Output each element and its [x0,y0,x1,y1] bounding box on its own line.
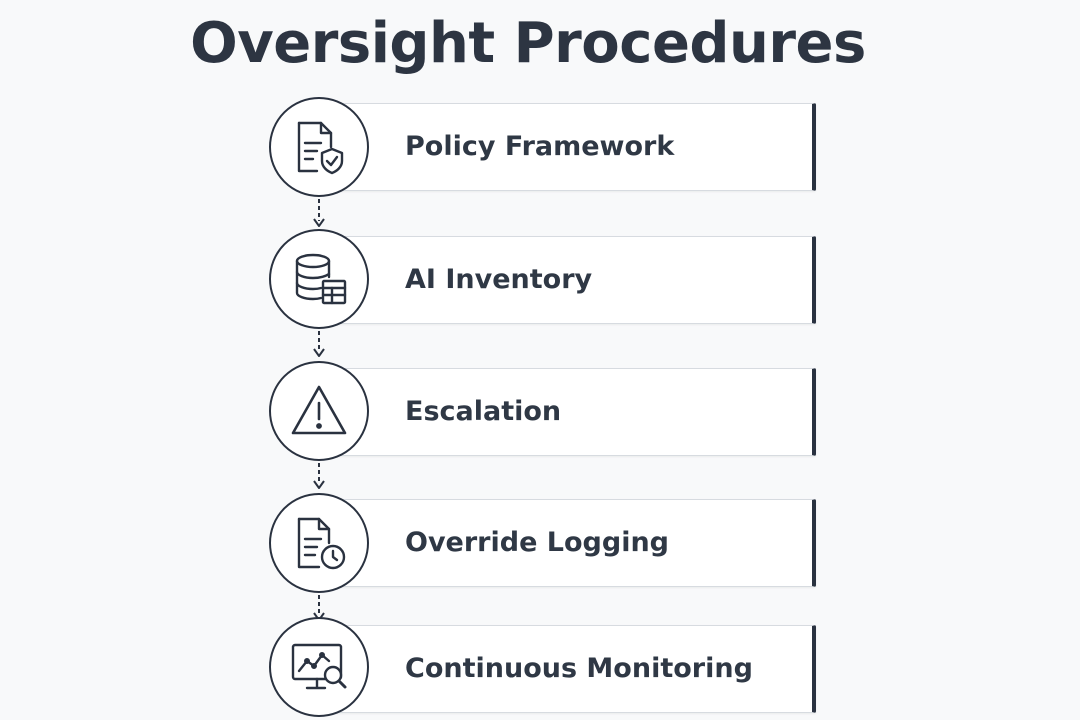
flow-arrow [311,197,327,231]
step-card-policy-framework: Policy Framework [330,103,816,191]
step-card-continuous-monitoring: Continuous Monitoring [330,625,816,713]
step-node-continuous-monitoring [269,617,369,717]
step-card-override-logging: Override Logging [330,499,816,587]
monitor-chart-search-icon [291,643,347,690]
step-card-escalation: Escalation [330,368,816,456]
step-node-escalation [269,361,369,461]
step-node-policy-framework [269,97,369,197]
step-card-ai-inventory: AI Inventory [330,236,816,324]
step-label: Escalation [405,396,562,427]
step-node-override-logging [269,493,369,593]
flow-arrow [311,461,327,493]
step-label: Override Logging [405,527,670,558]
flow-arrow [311,329,327,361]
step-node-ai-inventory [269,229,369,329]
document-clock-icon [297,517,346,570]
document-shield-icon [297,121,344,175]
page-title: Oversight Procedures [190,11,866,76]
warning-triangle-icon [291,385,347,435]
step-label: Continuous Monitoring [405,653,753,684]
database-table-icon [295,253,347,305]
step-label: Policy Framework [405,131,675,162]
step-label: AI Inventory [405,264,593,295]
